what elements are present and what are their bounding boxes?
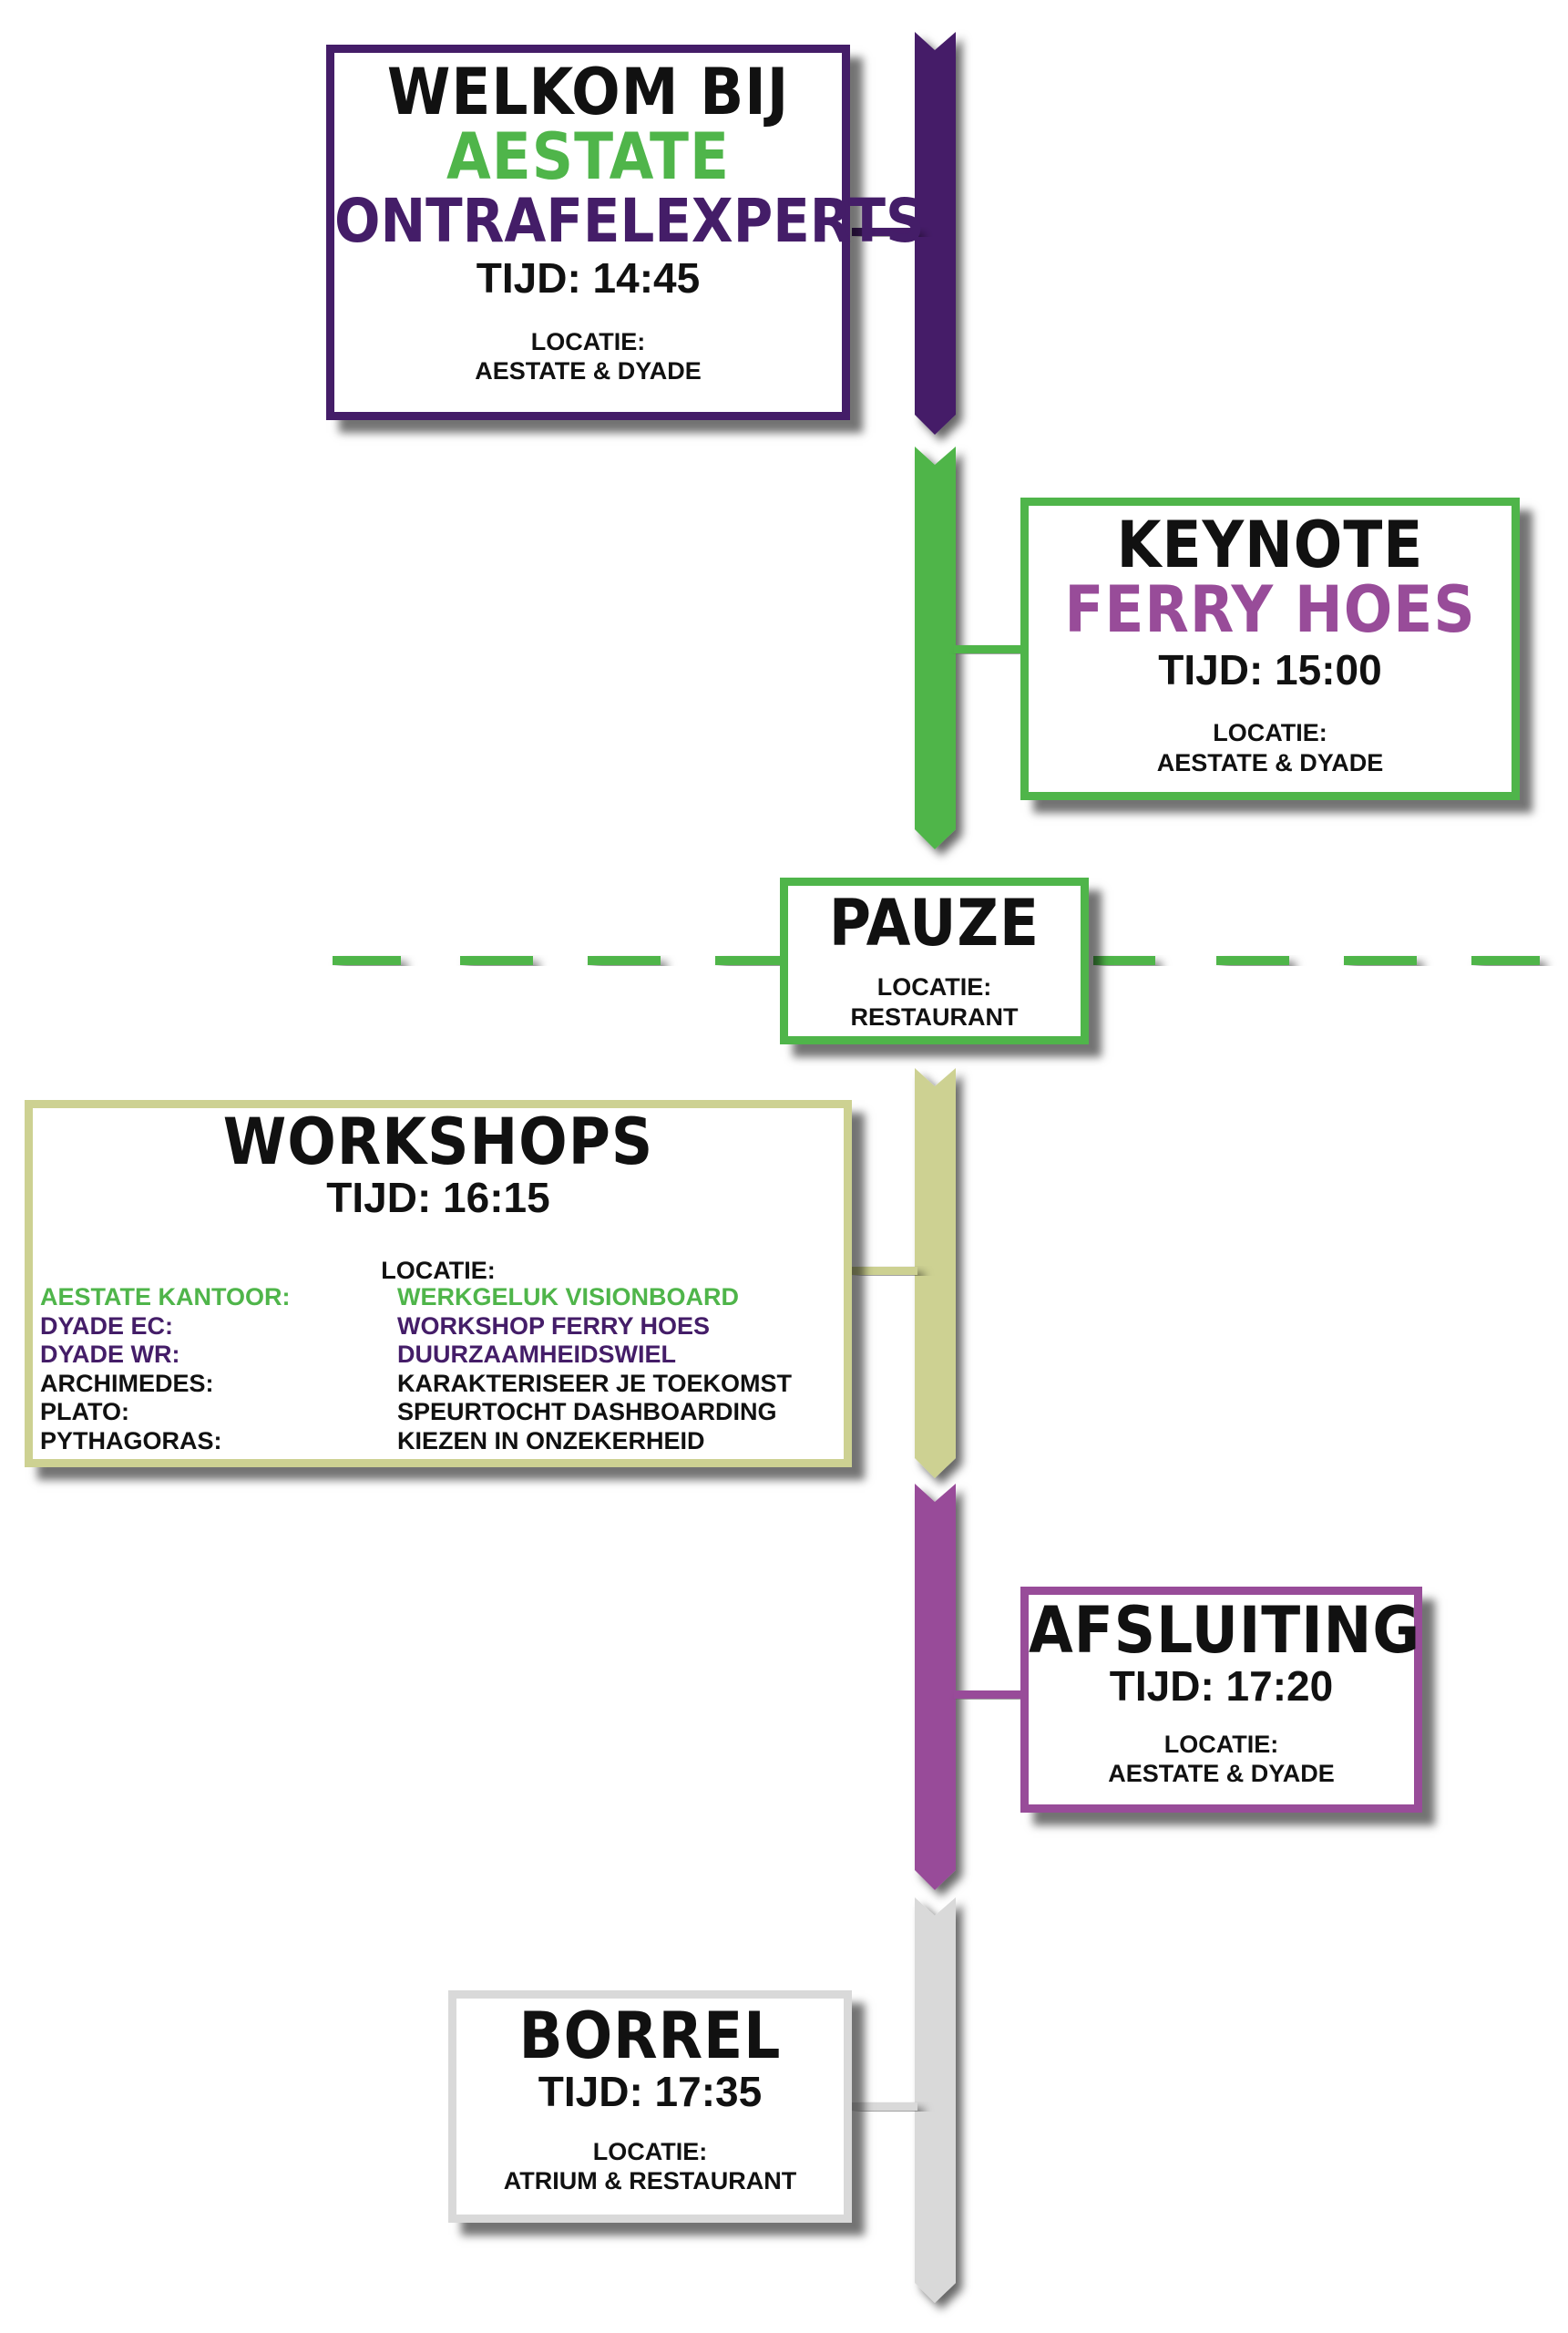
afsluiting-location-label: LOCATIE:	[1163, 1730, 1279, 1758]
connector-workshops	[852, 1267, 917, 1275]
workshop-row: DYADE WR: DUURZAAMHEIDSWIEL	[40, 1341, 792, 1370]
keynote-location: AESTATE & DYADE	[1156, 748, 1384, 776]
keynote-speaker: FERRY HOES	[1064, 572, 1476, 648]
workshop-row: DYADE EC: WORKSHOP FERRY HOES	[40, 1312, 792, 1341]
welcome-location: AESTATE & DYADE	[475, 357, 702, 385]
pauze-location-label: LOCATIE:	[876, 973, 992, 1002]
borrel-location-label: LOCATIE:	[592, 2137, 708, 2165]
afsluiting-title: AFSLUITING	[1029, 1593, 1421, 1668]
workshop-session: WORKSHOP FERRY HOES	[397, 1311, 711, 1340]
workshop-room: PYTHAGORAS:	[40, 1426, 222, 1454]
workshop-session: KARAKTERISEER JE TOEKOMST	[397, 1369, 793, 1397]
borrel-title: BORREL	[518, 1999, 782, 2073]
afsluiting-card: AFSLUITING TIJD: 17:20 LOCATIE: AESTATE …	[1020, 1587, 1422, 1813]
workshops-card: WORKSHOPS TIJD: 16:15 LOCATIE: AESTATE K…	[25, 1100, 852, 1467]
connector-keynote	[954, 645, 1022, 653]
timeline-segment-afsluiting	[915, 1484, 956, 1890]
keynote-location-label: LOCATIE:	[1213, 719, 1327, 747]
workshop-room: PLATO:	[40, 1398, 129, 1425]
welcome-line2: AESTATE	[446, 119, 730, 195]
afsluiting-time: TIJD: 17:20	[1109, 1662, 1334, 1711]
workshops-title: WORKSHOPS	[222, 1105, 654, 1179]
workshop-room: AESTATE KANTOOR:	[40, 1283, 291, 1310]
timeline-segment-welcome	[915, 32, 956, 435]
borrel-location: ATRIUM & RESTAURANT	[503, 2167, 797, 2195]
pauze-title: PAUZE	[828, 886, 1040, 961]
workshop-row: AESTATE KANTOOR: WERKGELUK VISIONBOARD	[40, 1283, 792, 1312]
welcome-location-label: LOCATIE:	[530, 327, 646, 355]
keynote-line1: KEYNOTE	[1116, 508, 1424, 582]
workshop-list: AESTATE KANTOOR: WERKGELUK VISIONBOARD D…	[40, 1283, 792, 1455]
workshop-session: SPEURTOCHT DASHBOARDING	[397, 1398, 777, 1425]
workshop-row: ARCHIMEDES: KARAKTERISEER JE TOEKOMST	[40, 1370, 792, 1399]
afsluiting-location: AESTATE & DYADE	[1108, 1760, 1335, 1788]
connector-afsluiting	[954, 1691, 1022, 1699]
workshop-session: KIEZEN IN ONZEKERHEID	[397, 1426, 705, 1454]
workshops-location-label: LOCATIE:	[381, 1257, 496, 1284]
workshop-session: DUURZAAMHEIDSWIEL	[397, 1341, 676, 1368]
timeline-segment-borrel	[915, 1897, 956, 2303]
workshop-room: DYADE EC:	[40, 1311, 174, 1340]
keynote-card: KEYNOTE FERRY HOES TIJD: 15:00 LOCATIE: …	[1020, 498, 1520, 800]
borrel-time: TIJD: 17:35	[538, 2068, 763, 2116]
workshop-row: PLATO: SPEURTOCHT DASHBOARDING	[40, 1398, 792, 1427]
connector-borrel	[852, 2102, 917, 2111]
connector-welcome	[852, 228, 917, 236]
dashed-break-line	[333, 956, 1540, 965]
workshop-room: ARCHIMEDES:	[40, 1369, 214, 1397]
welcome-card: WELKOM BIJ AESTATE ONTRAFELEXPERTS TIJD:…	[326, 45, 925, 420]
timeline-segment-keynote	[915, 447, 956, 849]
workshops-time: TIJD: 16:15	[326, 1174, 550, 1222]
welcome-line1: WELKOM BIJ	[386, 55, 790, 129]
workshop-session: WERKGELUK VISIONBOARD	[397, 1283, 740, 1310]
workshop-row: PYTHAGORAS: KIEZEN IN ONZEKERHEID	[40, 1427, 792, 1456]
keynote-time: TIJD: 15:00	[1158, 645, 1382, 694]
borrel-card: BORREL TIJD: 17:35 LOCATIE: ATRIUM & RES…	[448, 1990, 852, 2223]
pauze-location: RESTAURANT	[850, 1002, 1019, 1031]
welcome-time: TIJD: 14:45	[476, 254, 701, 303]
welcome-line3: ONTRAFELEXPERTS	[334, 185, 925, 256]
workshop-room: DYADE WR:	[40, 1341, 180, 1368]
timeline-segment-workshops	[915, 1068, 956, 1478]
pauze-card: PAUZE LOCATIE: RESTAURANT	[780, 878, 1089, 1044]
